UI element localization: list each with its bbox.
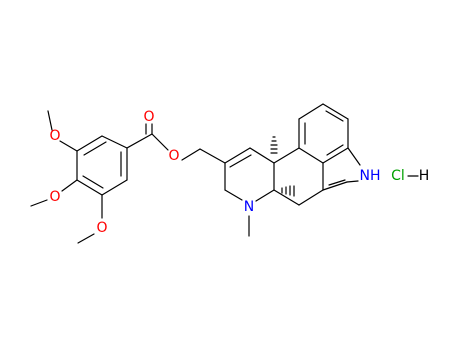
amine-nitrogen: N (244, 199, 254, 215)
methoxy-bottom: O (77, 194, 108, 244)
stereo-hash-c5 (281, 185, 295, 197)
methoxy-top: O (47, 110, 78, 152)
ester-carbonyl-oxygen: O (143, 109, 154, 125)
ome-top-oxygen: O (49, 128, 60, 144)
stereo-hash-c10 (270, 136, 278, 154)
chlorine-atom: Cl (391, 168, 405, 184)
methoxy-middle: O (30, 179, 78, 207)
hydrogen-atom: H (419, 168, 430, 184)
ome-mid-oxygen: O (49, 189, 60, 205)
ring-b: NH (322, 147, 381, 191)
indole-nitrogen: NH (360, 168, 381, 184)
hcl-salt: Cl H (391, 168, 429, 184)
ome-bot-oxygen: O (96, 220, 107, 236)
ester-group: O O (126, 109, 226, 164)
ring-a (298, 103, 349, 164)
ring-d: N (224, 147, 275, 237)
trimethoxyphenyl-ring (76, 135, 128, 196)
ester-oxygen: O (168, 148, 179, 164)
ring-c (273, 147, 324, 206)
